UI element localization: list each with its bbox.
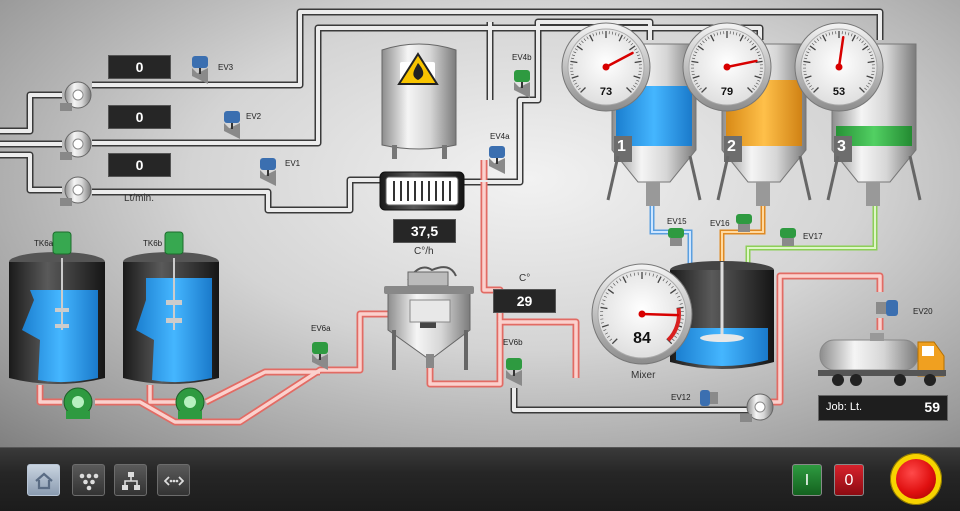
tanker-truck (818, 333, 946, 386)
heater-rate-display: 37,5 (393, 219, 456, 243)
silo-number-2: 2 (727, 138, 736, 156)
valve-label-ev17: EV17 (803, 232, 823, 241)
tank-tk6b (123, 232, 219, 384)
valve-label-ev4b: EV4b (512, 53, 532, 62)
valve-label-ev1: EV1 (285, 159, 300, 168)
mixer-label: Mixer (631, 370, 655, 381)
job-counter: Job: Lt. 59 (818, 395, 948, 421)
mixer-gauge-value: 84 (622, 330, 662, 348)
valve-label-ev6a: EV6a (311, 324, 331, 333)
job-label: Job: Lt. (826, 401, 862, 413)
valve-label-ev3: EV3 (218, 63, 233, 72)
valve-label-ev15: EV15 (667, 217, 687, 226)
mixer-gauge-needle (642, 314, 678, 315)
temperature-unit: C° (519, 273, 530, 284)
silo-2-gauge-value: 79 (707, 86, 747, 98)
emergency-stop-button[interactable] (890, 453, 942, 505)
connection-button[interactable] (157, 464, 190, 496)
heat-exchanger (380, 172, 464, 210)
reactor-vessel (384, 267, 474, 370)
emergency-stop-core (896, 459, 936, 499)
inlet-pump-icons (60, 82, 91, 206)
home-icon (34, 471, 54, 491)
home-button[interactable] (27, 464, 60, 496)
ev2-flow-display: 0 (108, 105, 171, 129)
valve-label-ev20: EV20 (913, 307, 933, 316)
valve-label-ev12: EV12 (671, 393, 691, 402)
process-scene: 0 0 0 Lt/min. EV3 EV2 EV1 EV4b EV4a EV6a… (0, 0, 960, 447)
tank-label-tk6a: TK6a (34, 239, 53, 248)
start-button[interactable]: I (792, 464, 822, 496)
tank-label-tk6b: TK6b (143, 239, 162, 248)
bottom-toolbar: I 0 (0, 447, 960, 511)
valve-label-ev16: EV16 (710, 219, 730, 228)
valve-label-ev6b: EV6b (503, 338, 523, 347)
silo-number-1: 1 (617, 138, 626, 156)
heater-rate-unit: C°/h (414, 246, 434, 257)
valve-label-ev2: EV2 (246, 112, 261, 121)
network-icon (79, 471, 99, 491)
silo-3-gauge-value: 53 (819, 86, 859, 98)
valve-label-ev4a: EV4a (490, 132, 510, 141)
stop-button[interactable]: 0 (834, 464, 864, 496)
connection-icon (164, 471, 184, 491)
heated-feed-tank (382, 44, 456, 159)
ev3-flow-display: 0 (108, 55, 171, 79)
hierarchy-button[interactable] (114, 464, 147, 496)
job-value: 59 (924, 399, 940, 415)
temperature-display: 29 (493, 289, 556, 313)
mixer-gauge (592, 264, 692, 364)
ev1-flow-display: 0 (108, 153, 171, 177)
flow-unit-label: Lt/min. (124, 193, 154, 204)
tank-tk6a (9, 232, 105, 384)
network-tree-button[interactable] (72, 464, 105, 496)
silo-1-gauge-value: 73 (586, 86, 626, 98)
hierarchy-icon (121, 471, 141, 491)
silo-number-3: 3 (837, 138, 846, 156)
